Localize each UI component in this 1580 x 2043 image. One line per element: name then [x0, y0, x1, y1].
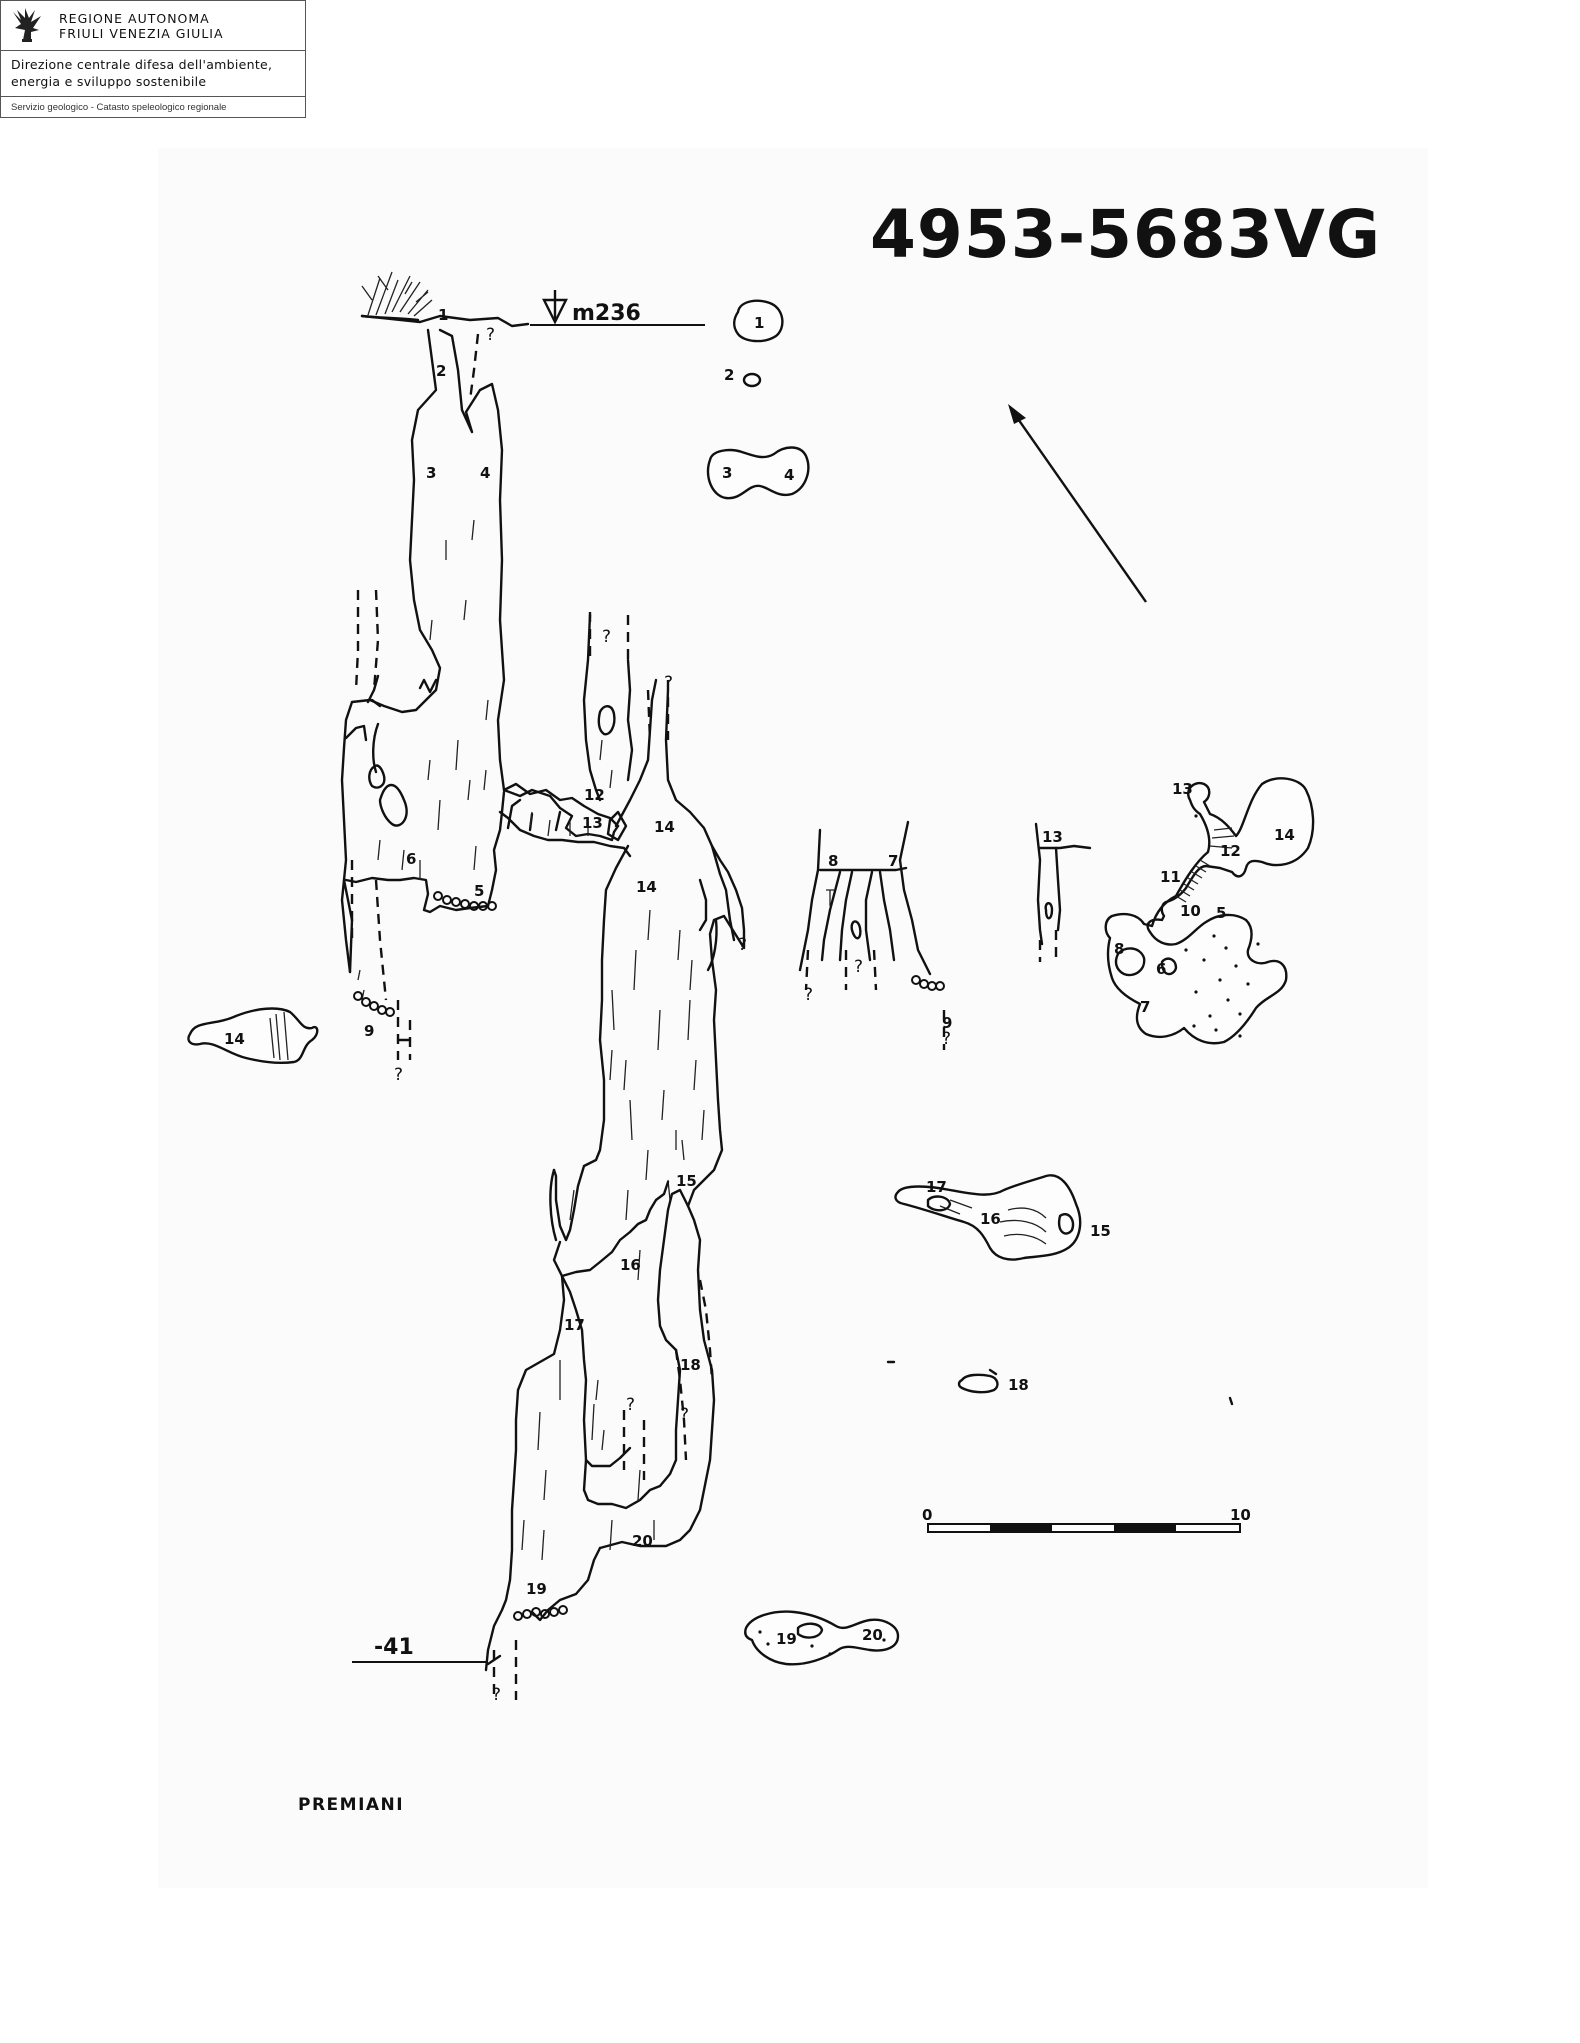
unknown-mark: ? — [854, 957, 863, 977]
pebble-row-9-section — [911, 975, 945, 991]
section-1 — [733, 299, 784, 343]
section-label-1: 1 — [754, 314, 764, 332]
section-label-4: 4 — [784, 466, 794, 484]
profile-label-15: 15 — [676, 1172, 697, 1190]
vegetation-icon — [360, 271, 433, 322]
section-label-8-plan: 8 — [1114, 940, 1124, 958]
profile-label-17: 17 — [564, 1316, 585, 1334]
directorate-name: Direzione centrale difesa dell'ambiente,… — [11, 56, 272, 90]
unknown-mark: ? — [738, 935, 747, 955]
directorate-line-1: Direzione centrale difesa dell'ambiente, — [11, 57, 273, 72]
profile-label-4: 4 — [480, 464, 490, 482]
section-2 — [742, 372, 762, 388]
profile-label-2: 2 — [436, 362, 446, 380]
region-line-2: FRIULI VENEZIA GIULIA — [59, 26, 224, 41]
profile-lower-passage — [484, 680, 746, 1700]
profile-label-6: 6 — [406, 850, 416, 868]
entrance-elevation: m236 — [572, 301, 641, 326]
profile-labels: 1 2 3 4 5 6 9 12 13 14 14 15 16 17 18 19… — [364, 306, 747, 1705]
scale-label-start: 0 — [922, 1506, 932, 1524]
section-label-7: 7 — [888, 852, 898, 870]
unknown-mark: ? — [664, 673, 673, 693]
profile-label-3: 3 — [426, 464, 436, 482]
profile-label-14a: 14 — [654, 818, 675, 836]
section-13: 13 — [1034, 822, 1092, 962]
section-19-20: 19 20 — [744, 1610, 900, 1666]
profile-label-20: 20 — [632, 1532, 653, 1550]
unknown-mark: ? — [602, 627, 611, 647]
section-label-13: 13 — [1042, 828, 1063, 846]
profile-label-13: 13 — [582, 814, 603, 832]
profile-label-14b: 14 — [636, 878, 657, 896]
section-15-16-17: 17 16 15 — [894, 1174, 1111, 1261]
scale-label-end: 10 — [1230, 1506, 1251, 1524]
section-label-7-plan: 7 — [1140, 998, 1150, 1016]
profile-label-5: 5 — [474, 882, 484, 900]
header-directorate-row: Direzione centrale difesa dell'ambiente,… — [1, 51, 305, 97]
section-label-8: 8 — [828, 852, 838, 870]
sections-8-7-9: 8 7 9 ? ? ? — [798, 820, 952, 1050]
section-label-18: 18 — [1008, 1376, 1029, 1394]
section-14-left: 14 — [187, 1007, 319, 1064]
service-name: Servizio geologico - Catasto speleologic… — [11, 102, 227, 113]
profile-upper-branch-12 — [582, 612, 658, 828]
section-3-4 — [706, 446, 810, 500]
section-label-20: 20 — [862, 1626, 883, 1644]
bottom-depth: -41 — [374, 1635, 414, 1660]
unknown-mark: ? — [626, 1395, 635, 1415]
section-label-14-left: 14 — [224, 1030, 245, 1048]
region-name: REGIONE AUTONOMA FRIULI VENEZIA GIULIA — [59, 11, 224, 41]
eagle-emblem-icon — [13, 8, 41, 42]
profile-label-1: 1 — [438, 306, 448, 324]
section-label-11-plan: 11 — [1160, 868, 1181, 886]
pebble-row-9 — [353, 991, 395, 1017]
unknown-mark: ? — [680, 1405, 689, 1425]
stippling — [1184, 814, 1260, 1038]
section-label-2: 2 — [724, 366, 734, 384]
unknown-mark: ? — [492, 1685, 501, 1705]
pebble-row-19 — [513, 1605, 568, 1621]
profile-upper-shaft — [340, 328, 620, 1060]
section-label-15: 15 — [1090, 1222, 1111, 1240]
profile-label-16: 16 — [620, 1256, 641, 1274]
profile-label-9: 9 — [364, 1022, 374, 1040]
profile-connection-12-13 — [498, 782, 632, 858]
section-label-9: 9 — [942, 1014, 952, 1032]
directorate-line-2: energia e sviluppo sostenibile — [11, 74, 207, 89]
unknown-mark: ? — [804, 985, 813, 1005]
institution-header: REGIONE AUTONOMA FRIULI VENEZIA GIULIA D… — [0, 0, 306, 118]
unknown-mark: ? — [486, 325, 495, 345]
section-label-12-plan: 12 — [1220, 842, 1241, 860]
section-label-16: 16 — [980, 1210, 1001, 1228]
section-label-10-plan: 10 — [1180, 902, 1201, 920]
pebble-row-5 — [433, 891, 497, 911]
unknown-mark: ? — [394, 1065, 403, 1085]
north-arrow-icon — [1008, 404, 1147, 603]
profile-label-12: 12 — [584, 786, 605, 804]
section-label-19: 19 — [776, 1630, 797, 1648]
plan-sections-right: 13 14 12 11 10 5 6 7 8 — [1104, 777, 1315, 1045]
scale-bar: 0 10 — [922, 1506, 1251, 1533]
cave-code-title: 4953-5683VG — [870, 196, 1382, 273]
region-line-1: REGIONE AUTONOMA — [59, 11, 210, 26]
profile-label-19: 19 — [526, 1580, 547, 1598]
cross-sections-upper: 1 2 3 4 — [706, 299, 810, 500]
header-region-row: REGIONE AUTONOMA FRIULI VENEZIA GIULIA — [1, 1, 305, 51]
section-label-14-plan: 14 — [1274, 826, 1295, 844]
cave-name: PREMIANI — [298, 1795, 405, 1815]
unknown-mark: ? — [942, 1029, 951, 1049]
section-label-3: 3 — [722, 464, 732, 482]
section-18: 18 — [886, 1360, 1234, 1406]
section-label-5-plan: 5 — [1216, 904, 1226, 922]
section-label-17: 17 — [926, 1178, 947, 1196]
section-label-13-plan: 13 — [1172, 780, 1193, 798]
section-label-6-plan: 6 — [1156, 960, 1166, 978]
surface-line — [360, 314, 530, 328]
profile-label-18: 18 — [680, 1356, 701, 1374]
